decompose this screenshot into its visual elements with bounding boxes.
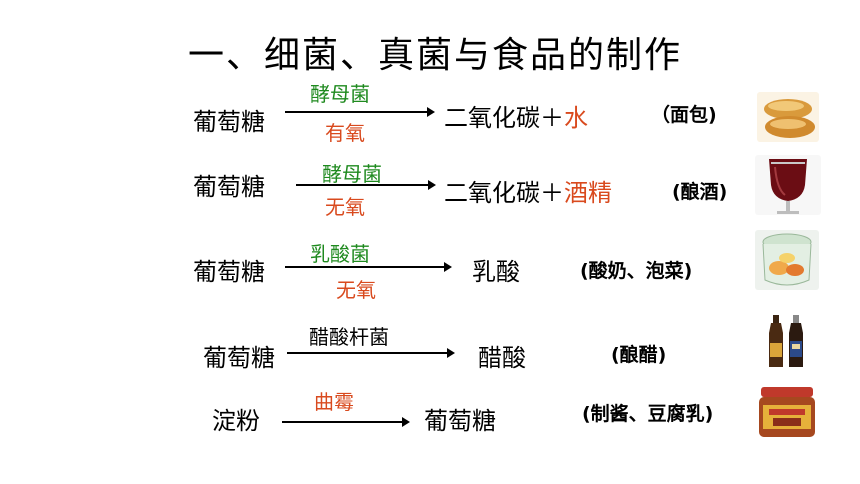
vinegar-bottles-icon: [765, 313, 811, 369]
page-title: 一、细菌、真菌与食品的制作: [188, 35, 683, 76]
bread-icon: [757, 92, 819, 142]
usage-note: (制酱、豆腐乳): [582, 403, 714, 425]
product: 二氧化碳＋水: [444, 104, 588, 132]
substrate: 葡萄糖: [193, 258, 265, 286]
sauce-jar-icon: [755, 385, 819, 439]
product: 醋酸: [478, 344, 526, 372]
reaction-arrow: [287, 348, 455, 358]
reaction-arrow: [282, 417, 410, 427]
substrate: 葡萄糖: [193, 108, 265, 136]
usage-note: (酿酒): [672, 181, 728, 203]
pickle-jar-icon: [755, 230, 819, 290]
organism-label: 曲霉: [314, 390, 354, 414]
reaction-arrow: [296, 180, 436, 190]
reaction-arrow: [285, 262, 452, 272]
substrate: 葡萄糖: [193, 173, 265, 201]
product: 葡萄糖: [424, 407, 496, 435]
substrate: 淀粉: [212, 407, 260, 435]
product: 乳酸: [472, 258, 520, 286]
usage-note: （面包): [651, 104, 717, 126]
reaction-arrow: [285, 107, 435, 117]
organism-label: 乳酸菌: [310, 242, 370, 266]
condition-label: 有氧: [325, 121, 365, 145]
usage-note: (酸奶、泡菜): [580, 260, 693, 282]
condition-label: 无氧: [336, 278, 376, 302]
organism-label: 酵母菌: [322, 162, 382, 186]
substrate: 葡萄糖: [203, 344, 275, 372]
condition-label: 无氧: [325, 195, 365, 219]
wine-glass-icon: [755, 155, 821, 215]
product: 二氧化碳＋酒精: [444, 179, 612, 207]
organism-label: 醋酸杆菌: [309, 325, 389, 349]
usage-note: (酿醋): [611, 344, 667, 366]
organism-label: 酵母菌: [310, 82, 370, 106]
